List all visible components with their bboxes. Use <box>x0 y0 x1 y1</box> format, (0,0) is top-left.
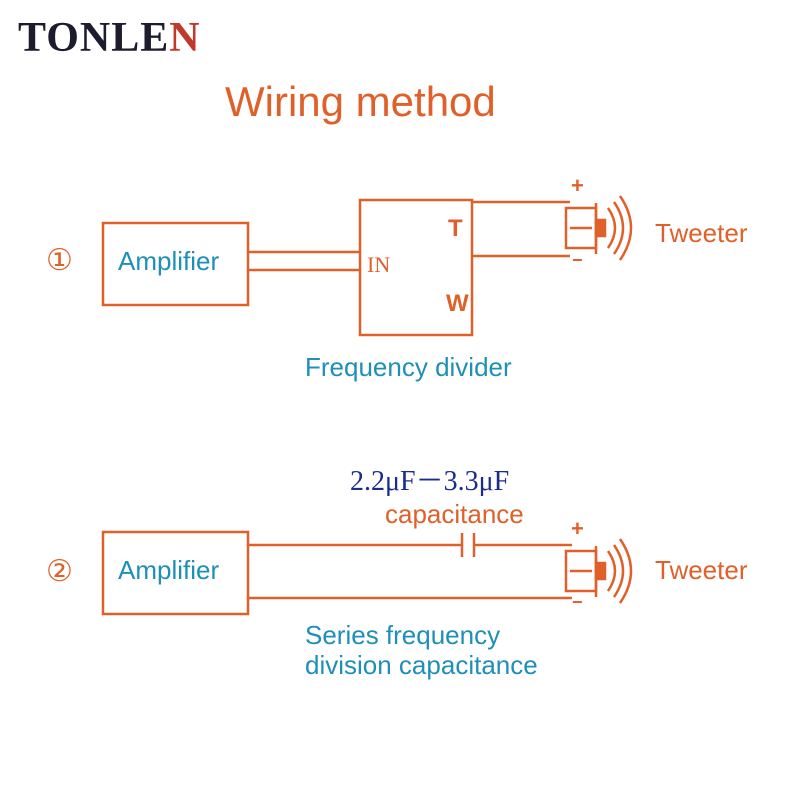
divider-w-label: W <box>446 290 469 317</box>
series-capacitance-caption-line2: division capacitance <box>305 650 538 680</box>
step-number-2: ② <box>46 555 73 588</box>
amplifier-label-1: Amplifier <box>118 246 220 276</box>
brand-prefix: TONLE <box>18 15 170 61</box>
tweeter-minus-2: − <box>572 592 583 612</box>
step-number-1: ① <box>46 244 73 277</box>
amplifier-box-1 <box>101 221 250 307</box>
frequency-divider-caption: Frequency divider <box>305 352 512 382</box>
tweeter-icon-2 <box>564 538 633 604</box>
divider-in-label: IN <box>367 252 391 277</box>
capacitor-label: capacitance <box>385 499 524 529</box>
capacitor-value: 2.2μF－3.3μF <box>350 466 510 497</box>
tweeter-minus-1: − <box>572 250 583 270</box>
amplifier-box-2 <box>101 530 250 616</box>
tweeter-label-1: Tweeter <box>655 218 748 248</box>
brand-suffix: N <box>169 15 201 61</box>
brand-logo: TONLEN <box>18 14 201 62</box>
tweeter-plus-2: + <box>571 516 584 541</box>
tweeter-plus-1: + <box>571 173 584 198</box>
tweeter-icon-1 <box>564 195 633 261</box>
amplifier-label-2: Amplifier <box>118 555 220 585</box>
divider-t-label: T <box>448 215 463 242</box>
series-capacitance-caption-line1: Series frequency <box>305 620 501 650</box>
page-title: Wiring method <box>225 78 496 125</box>
frequency-divider-box <box>358 198 474 337</box>
tweeter-label-2: Tweeter <box>655 555 748 585</box>
